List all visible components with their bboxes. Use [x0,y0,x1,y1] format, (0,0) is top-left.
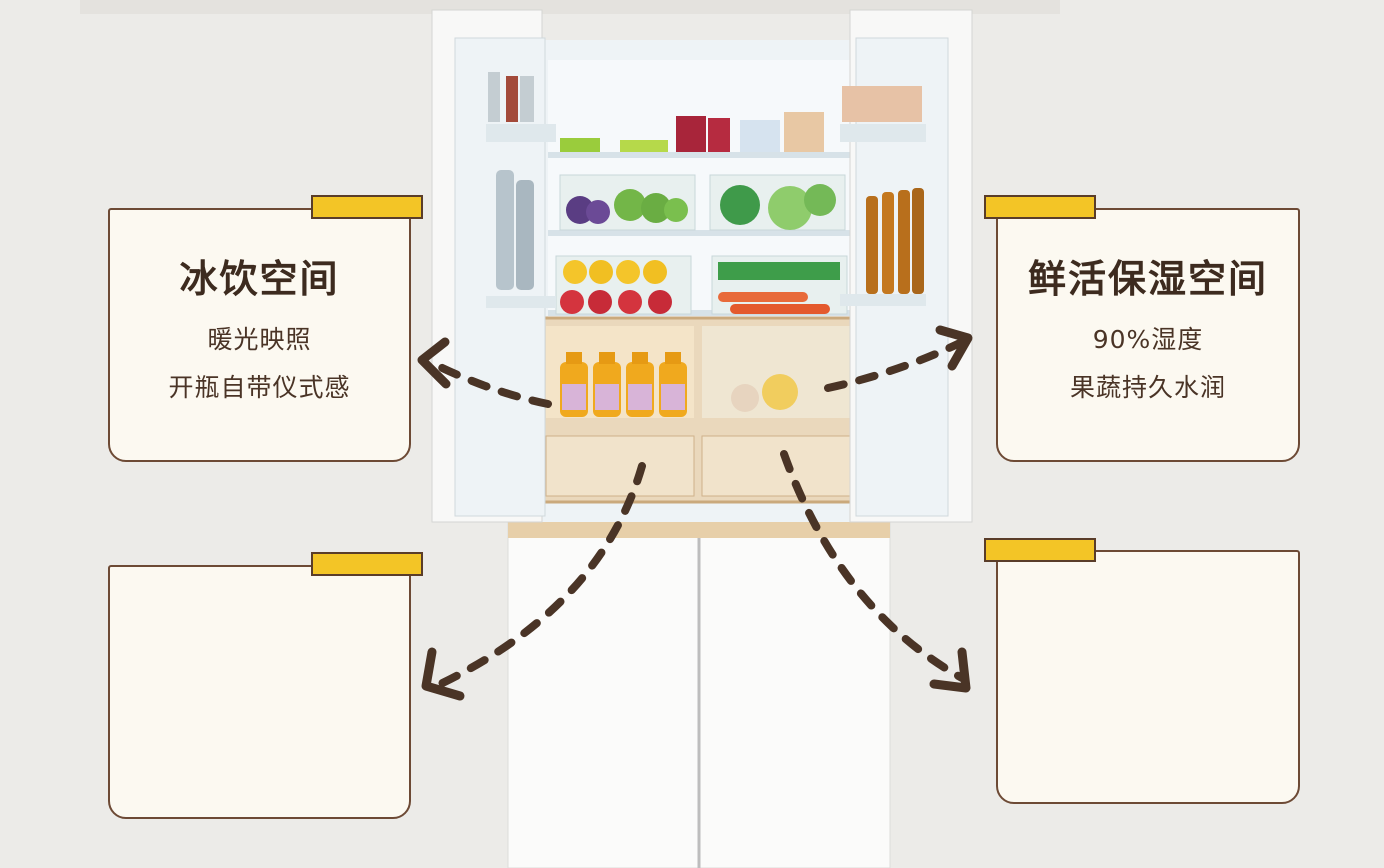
card-line-1: 暖光映照 [207,325,312,354]
feature-card-empty-left [108,565,411,819]
tape-label [311,195,423,219]
card-line-2: 果蔬持久水润 [1069,373,1226,402]
feature-card-fresh-humid: 鲜活保湿空间 90%湿度 果蔬持久水润 [996,208,1300,462]
feature-card-ice-drink: 冰饮空间 暖光映照 开瓶自带仪式感 [108,208,411,462]
tape-label [311,552,423,576]
bottle-icon [560,352,687,417]
fridge-interior [538,40,860,522]
card-title: 冰饮空间 [179,257,340,301]
freezer-doors [507,521,891,868]
card-line-1: 90%湿度 [1092,325,1204,354]
right-door [840,9,973,523]
left-door [431,9,556,523]
card-line-2: 开瓶自带仪式感 [168,373,351,402]
tape-label [984,538,1096,562]
feature-card-empty-right [996,550,1300,804]
tape-label [984,195,1096,219]
card-title: 鲜活保湿空间 [1027,257,1268,301]
